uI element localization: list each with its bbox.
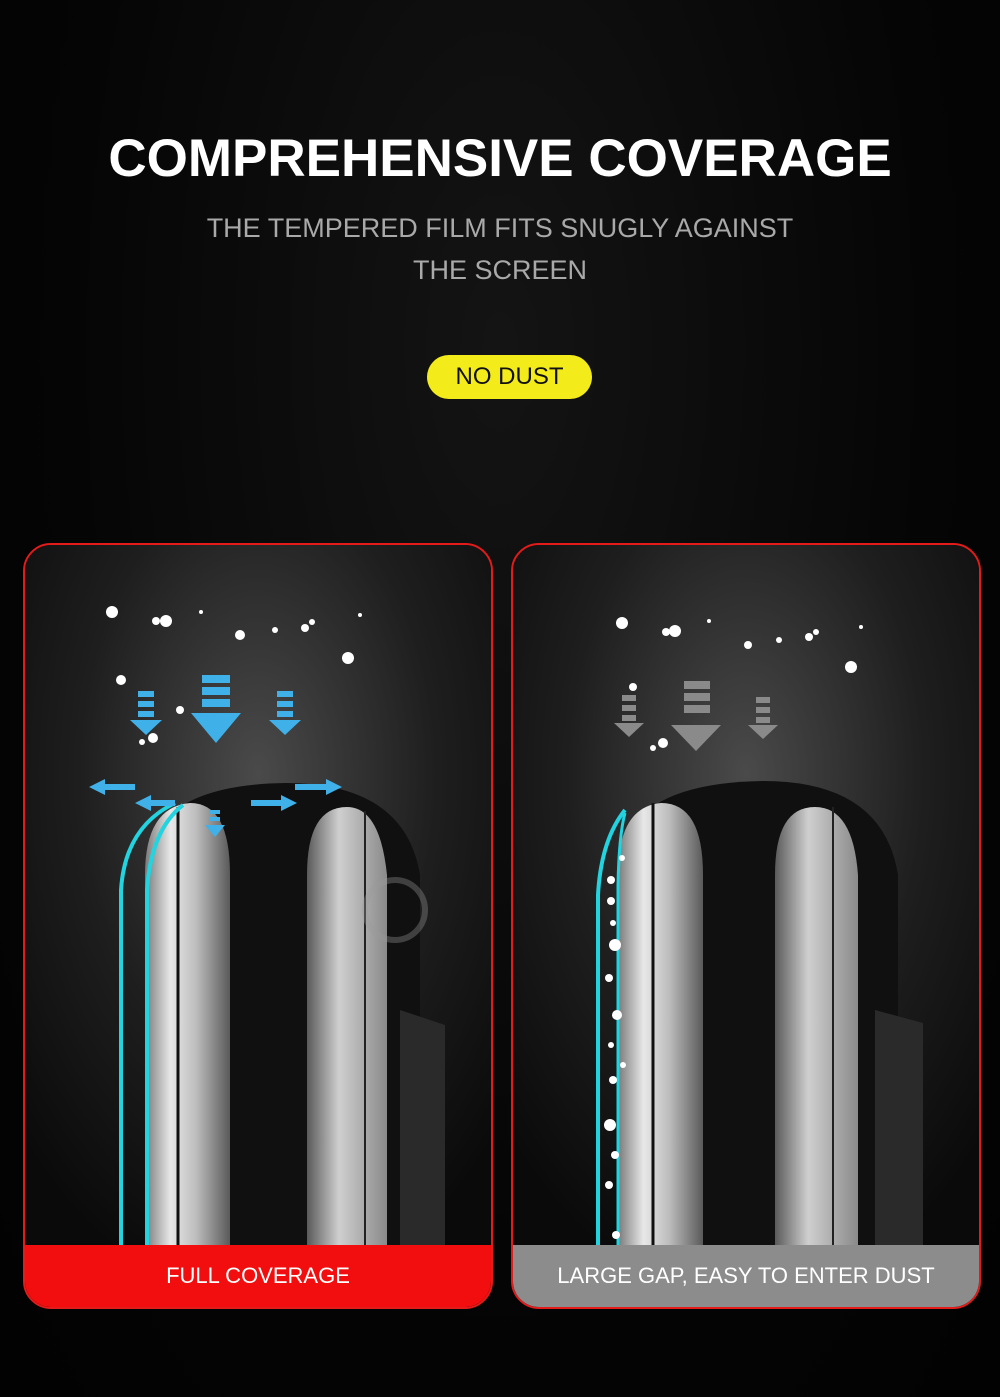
film-edge-icon (596, 808, 627, 1307)
down-arrow-icon (130, 675, 301, 837)
full-coverage-caption: FULL COVERAGE (25, 1245, 491, 1307)
subtitle-line-2: THE SCREEN (412, 255, 588, 285)
dust-particle-icon (604, 617, 863, 1239)
down-arrow-icon (614, 681, 778, 751)
subtitle-line-1: THE TEMPERED FILM FITS SNUGLY AGAINST (206, 213, 794, 243)
full-coverage-illustration (25, 545, 491, 1307)
large-gap-caption: LARGE GAP, EASY TO ENTER DUST (513, 1245, 979, 1307)
no-dust-badge: NO DUST (427, 355, 592, 399)
large-gap-illustration (513, 545, 979, 1307)
film-edge-icon (119, 801, 176, 1307)
dust-particle-icon (106, 606, 362, 745)
large-gap-panel: LARGE GAP, EASY TO ENTER DUST (511, 543, 981, 1309)
side-arrow-icon (89, 779, 342, 811)
full-coverage-panel: FULL COVERAGE (23, 543, 493, 1309)
page-title: COMPREHENSIVE COVERAGE (108, 129, 892, 188)
